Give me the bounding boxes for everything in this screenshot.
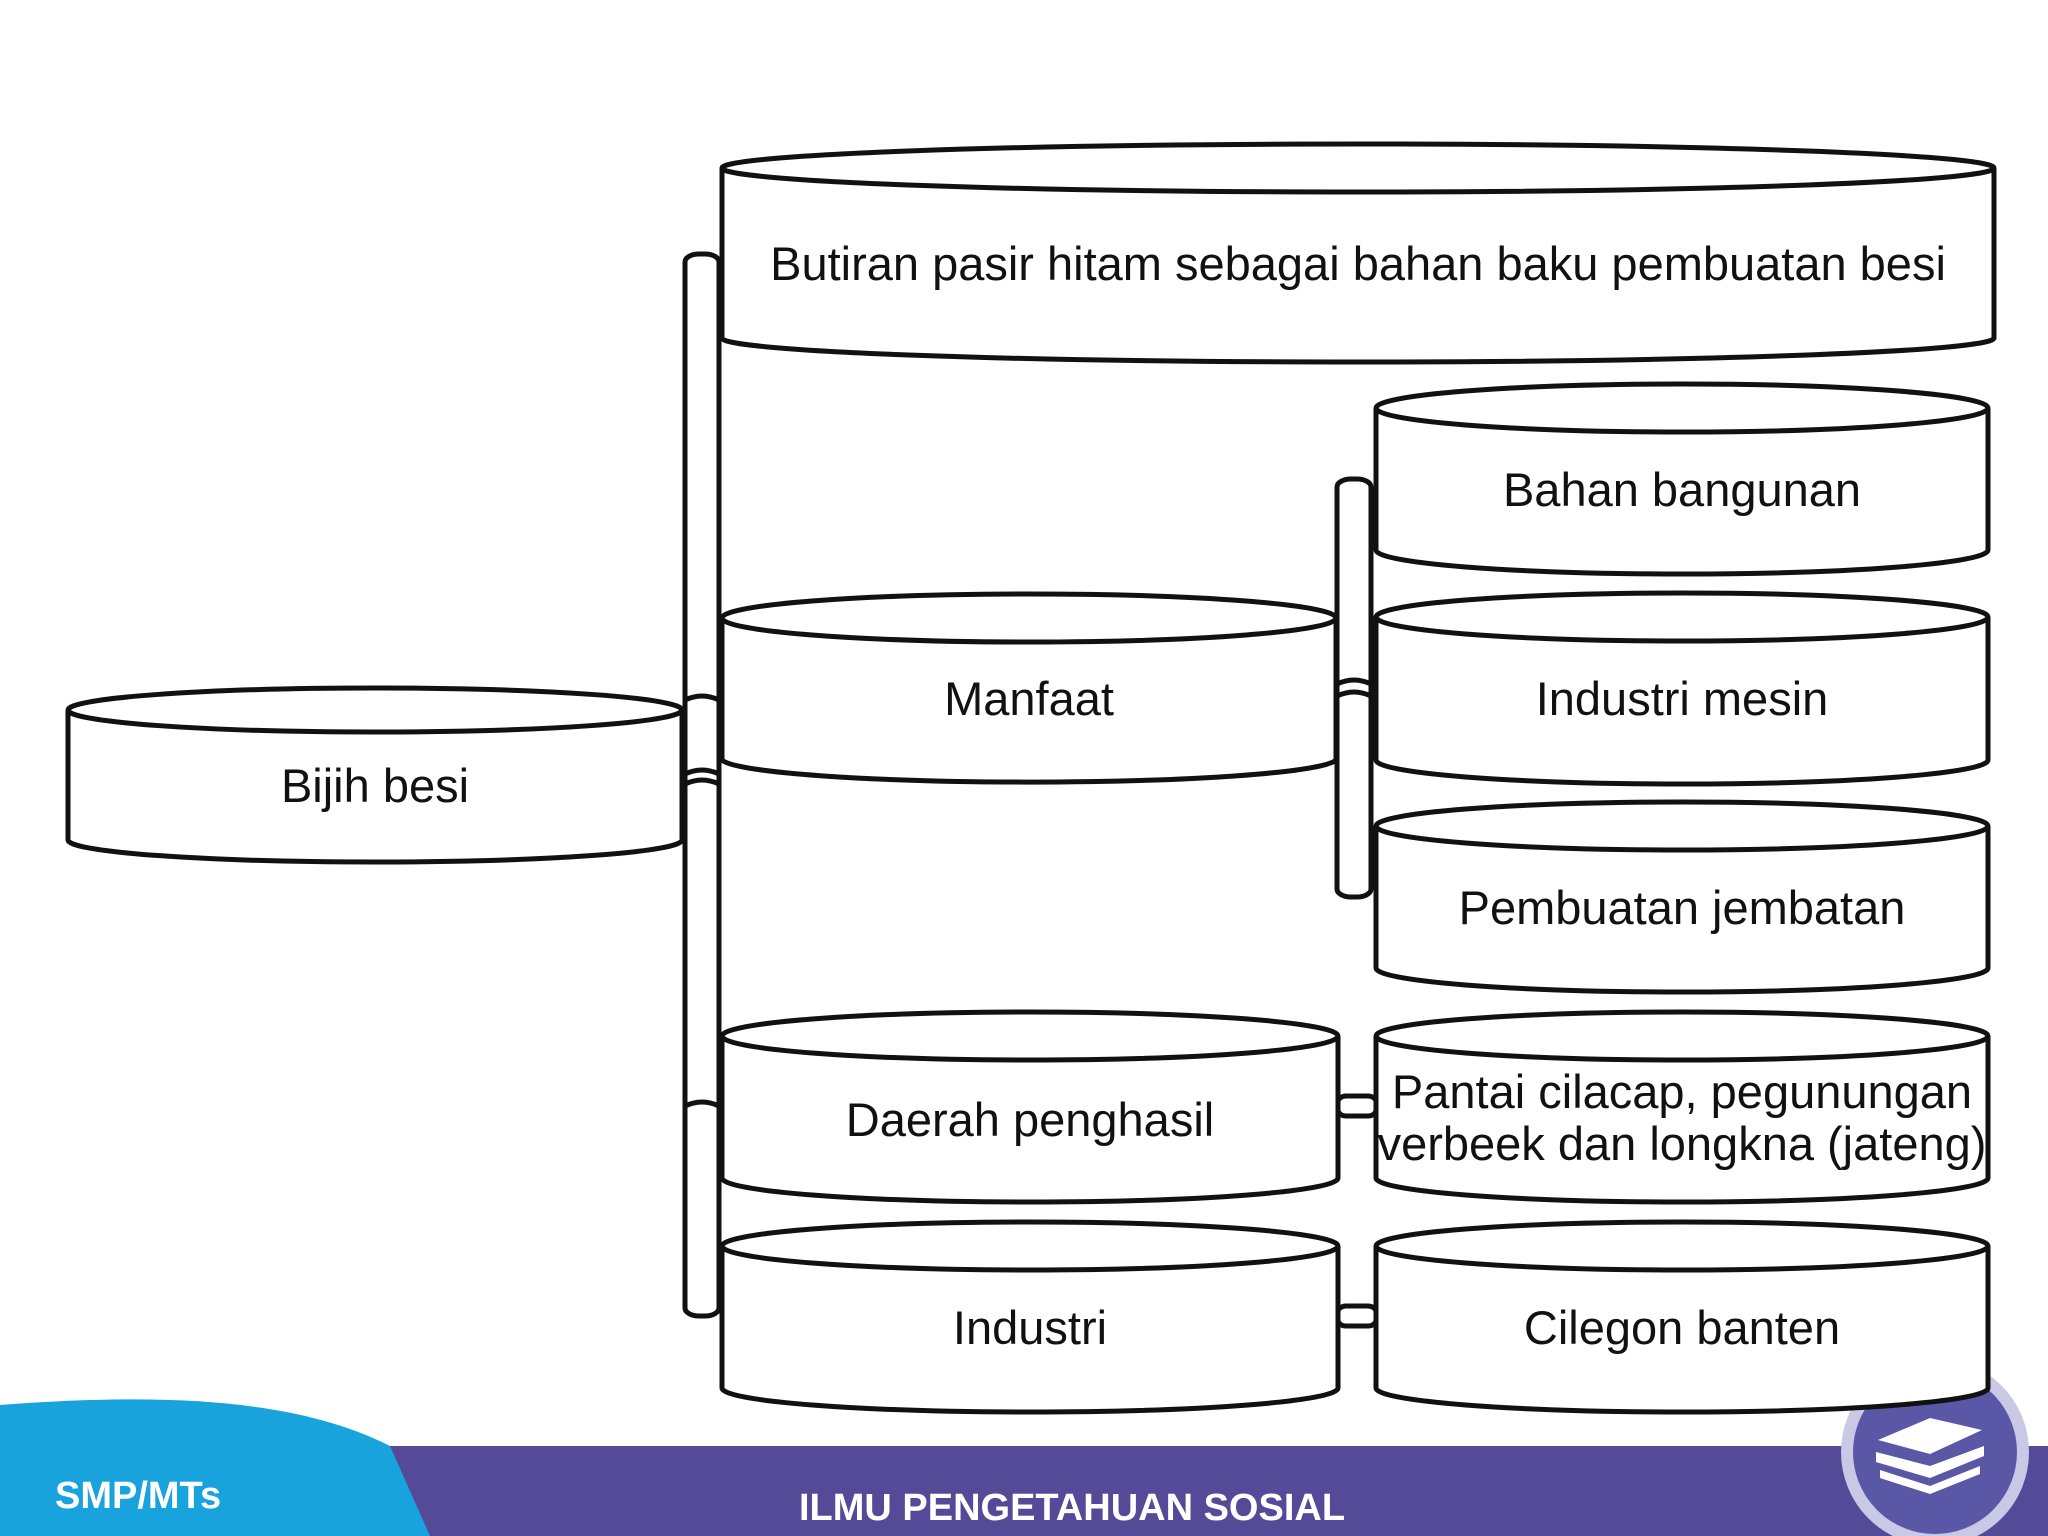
daerah-connector xyxy=(1335,1093,1379,1119)
root-connector-bar xyxy=(682,251,722,1319)
node-pembuatan-jembatan: Pembuatan jembatan xyxy=(1373,799,1991,995)
industri-connector xyxy=(1335,1303,1379,1329)
industri-mesin-label: Industri mesin xyxy=(1536,672,1829,725)
bahan-bangunan-label: Bahan bangunan xyxy=(1503,463,1861,516)
node-industri: Industri xyxy=(719,1219,1341,1415)
node-industri-mesin: Industri mesin xyxy=(1373,590,1991,787)
node-cilegon-banten: Cilegon banten xyxy=(1373,1219,1991,1415)
node-daerah-penghasil: Daerah penghasil xyxy=(719,1009,1341,1205)
school-level-label: SMP/MTs xyxy=(55,1475,221,1517)
node-bahan-baku: Butiran pasir hitam sebagai bahan baku p… xyxy=(719,141,1997,365)
lokasi-daerah-line-1: Pantai cilacap, pegunungan xyxy=(1392,1065,1972,1118)
lokasi-daerah-line-2: verbeek dan longkna (jateng) xyxy=(1378,1117,1987,1170)
subject-title: ILMU PENGETAHUAN SOSIAL xyxy=(799,1487,1345,1529)
node-lokasi-daerah: Pantai cilacap, pegunungan verbeek dan l… xyxy=(1373,1009,1991,1205)
root-node-label: Bijih besi xyxy=(281,759,469,812)
node-bahan-bangunan: Bahan bangunan xyxy=(1373,381,1991,577)
node-manfaat: Manfaat xyxy=(719,591,1339,785)
bahan-baku-label: Butiran pasir hitam sebagai bahan baku p… xyxy=(770,237,1946,290)
cilegon-banten-label: Cilegon banten xyxy=(1524,1301,1840,1354)
manfaat-label: Manfaat xyxy=(944,672,1114,725)
industri-label: Industri xyxy=(953,1301,1107,1354)
pembuatan-jembatan-label: Pembuatan jembatan xyxy=(1459,881,1906,934)
manfaat-connector-bar xyxy=(1334,476,1374,900)
daerah-penghasil-label: Daerah penghasil xyxy=(846,1093,1214,1146)
footer-accent-wave xyxy=(0,1399,430,1536)
root-node: Bijih besi xyxy=(65,685,685,865)
